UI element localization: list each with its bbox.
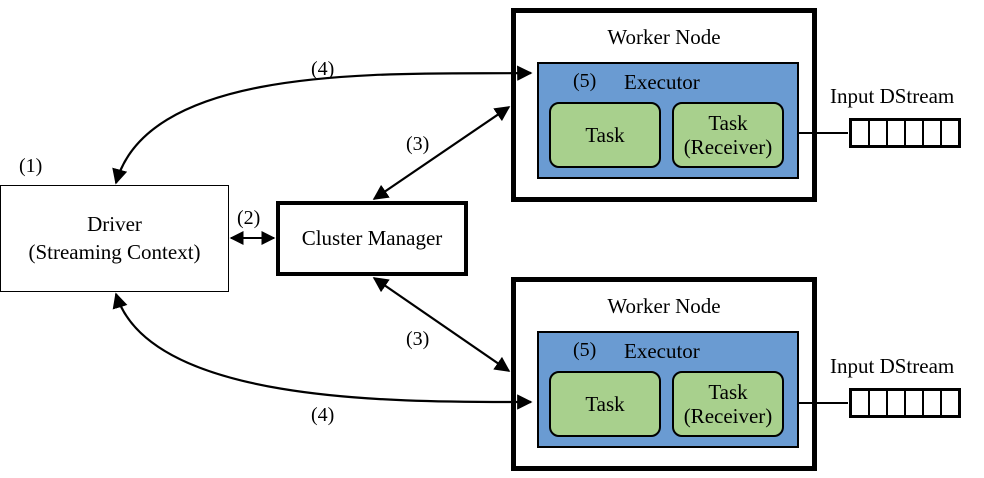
worker-node-title: Worker Node <box>607 294 721 318</box>
task-label: Task <box>585 391 625 416</box>
arrow-driver-executor-bottom <box>112 292 533 410</box>
driver-sublabel: (Streaming Context) <box>28 239 201 264</box>
input-dstream-queue-top <box>849 118 961 148</box>
step-3-label-bottom: (3) <box>406 328 430 350</box>
cluster-manager-box: Cluster Manager <box>276 201 468 276</box>
driver-label: Driver <box>87 212 142 237</box>
queue-slot <box>888 391 906 415</box>
driver-box: Driver (Streaming Context) <box>0 185 229 292</box>
arrow-cluster-worker-top <box>372 106 511 200</box>
queue-slot <box>870 121 888 145</box>
step-1-label: (1) <box>19 155 43 177</box>
queue-slot <box>942 391 958 415</box>
queue-slot <box>942 121 958 145</box>
queue-slot <box>906 391 924 415</box>
cluster-manager-label: Cluster Manager <box>301 226 443 250</box>
input-dstream-label-bottom: Input DStream <box>830 354 955 378</box>
receiver-sublabel: (Receiver) <box>683 404 773 428</box>
queue-slot <box>852 391 870 415</box>
executor-label: Executor <box>624 339 700 363</box>
worker-node-top: Worker Node (5) Executor Task Task (Rece… <box>511 8 817 202</box>
task-box: Task <box>549 102 661 168</box>
step-5-label: (5) <box>573 70 597 92</box>
queue-slot <box>888 121 906 145</box>
input-dstream-queue-bottom <box>849 388 961 418</box>
receiver-task-box: Task (Receiver) <box>672 371 784 437</box>
task-label: Task <box>585 122 625 147</box>
queue-slot <box>870 391 888 415</box>
arrow-driver-executor-top <box>112 65 533 185</box>
task-box: Task <box>549 371 661 437</box>
worker-node-title: Worker Node <box>607 25 721 49</box>
receiver-task-box: Task (Receiver) <box>672 102 784 168</box>
step-4-label-bottom: (4) <box>311 404 335 426</box>
queue-slot <box>924 391 942 415</box>
queue-slot <box>852 121 870 145</box>
input-dstream-label-top: Input DStream <box>830 84 955 108</box>
worker-node-bottom: Worker Node (5) Executor Task Task (Rece… <box>511 277 817 471</box>
executor-box: (5) Executor Task Task (Receiver) <box>537 331 799 448</box>
step-5-label: (5) <box>573 339 597 361</box>
step-3-label-top: (3) <box>406 133 430 155</box>
receiver-task-label: Task <box>708 379 748 404</box>
receiver-sublabel: (Receiver) <box>683 135 773 159</box>
queue-slot <box>906 121 924 145</box>
executor-label: Executor <box>624 70 700 94</box>
queue-slot <box>924 121 942 145</box>
receiver-task-label: Task <box>708 110 748 135</box>
arrow-cluster-worker-bottom <box>372 277 511 372</box>
step-4-label-top: (4) <box>311 58 335 80</box>
executor-box: (5) Executor Task Task (Receiver) <box>537 62 799 179</box>
step-2-label: (2) <box>237 207 261 229</box>
